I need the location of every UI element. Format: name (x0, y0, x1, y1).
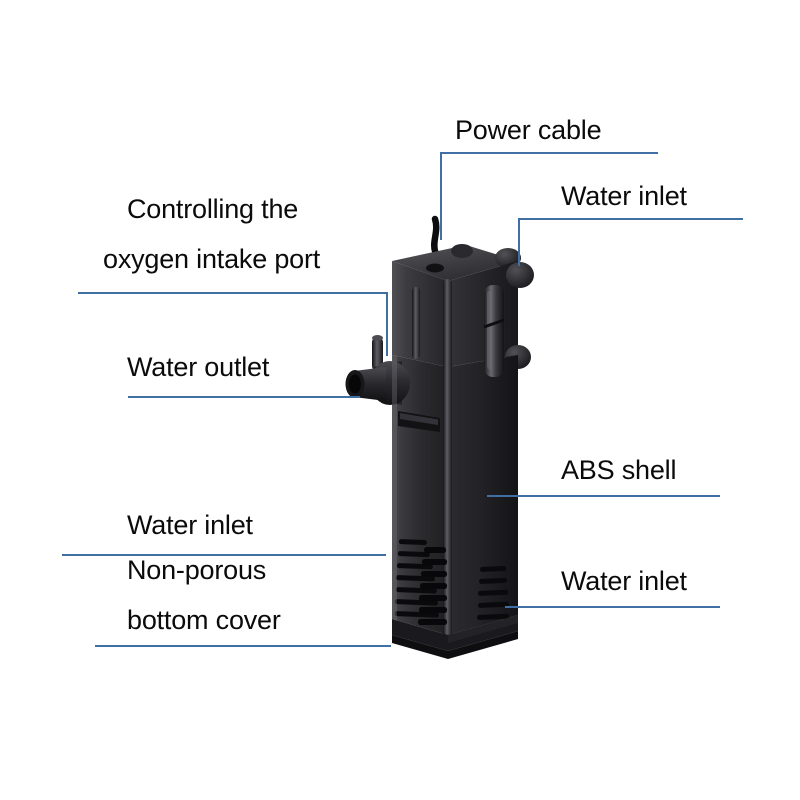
water-outlet-assembly (345, 335, 410, 405)
cap-top-face (392, 245, 518, 281)
inlet-nozzle-upper (506, 262, 534, 288)
front-label-plate (398, 411, 440, 432)
label-oxygen-intake-port-line1: Controlling the (127, 194, 299, 224)
intake-slots-corner (418, 547, 447, 625)
cap-rear-stub (451, 244, 473, 258)
label-water-inlet-top-right: Water inlet (561, 181, 687, 211)
leader-water-inlet-top-vertical (518, 218, 520, 266)
leader-water-outlet (128, 396, 360, 398)
cable-grommet (426, 263, 444, 273)
label-power-cable: Power cable (455, 115, 602, 145)
leader-water-inlet-top-horizontal (518, 218, 743, 220)
intake-slots-right (477, 565, 510, 620)
bottom-cover (392, 615, 518, 659)
leader-abs-shell (487, 495, 720, 497)
label-water-inlet-bottom-right: Water inlet (561, 566, 687, 596)
label-abs-shell: ABS shell (561, 455, 677, 485)
body-right-face (448, 355, 518, 635)
label-water-outlet: Water outlet (127, 352, 270, 382)
product-illustration-pump (340, 215, 570, 675)
leader-power-cable-horizontal (440, 152, 658, 154)
leader-oxygen-port-vertical (386, 292, 388, 356)
leader-power-cable-vertical (440, 152, 442, 240)
leader-water-inlet-left (62, 554, 386, 556)
cap-front-ridge (412, 287, 420, 359)
right-face-tube (483, 285, 505, 377)
label-non-porous-line1: Non-porous (127, 555, 267, 585)
leader-non-porous-bottom-cover (95, 645, 391, 647)
oxygen-intake-stub (372, 337, 383, 371)
label-non-porous-line2: bottom cover (127, 605, 281, 635)
label-oxygen-intake-port-line2: oxygen intake port (103, 244, 321, 274)
leader-oxygen-port-horizontal (78, 292, 388, 294)
leader-water-inlet-right (505, 606, 720, 608)
label-water-inlet-left: Water inlet (127, 510, 253, 540)
